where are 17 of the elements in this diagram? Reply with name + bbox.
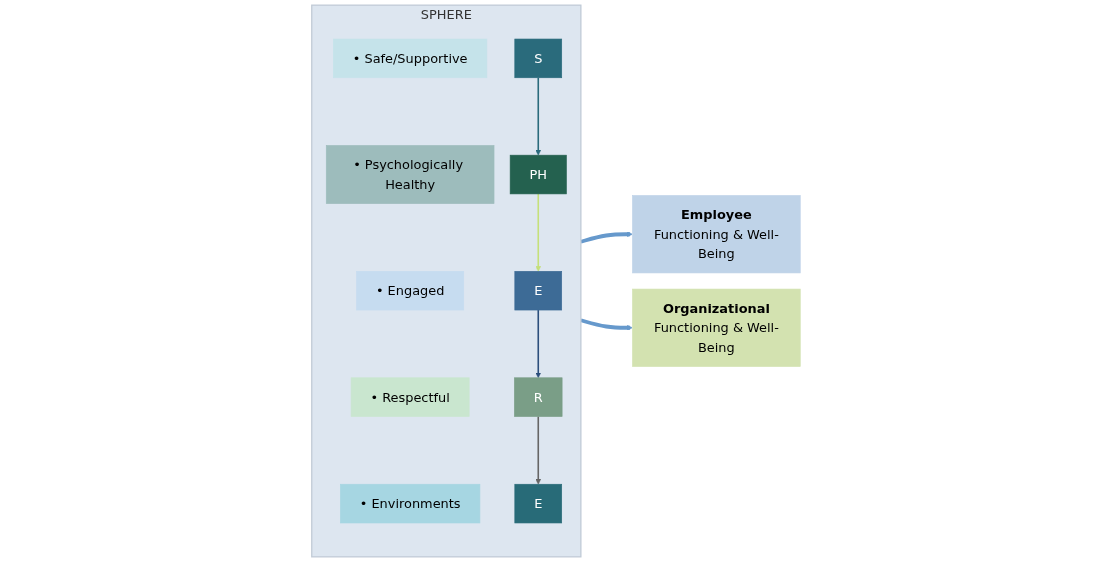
- arrow: [535, 309, 542, 379]
- arrow: [535, 76, 542, 156]
- arrow: [535, 193, 542, 272]
- node-box: PH: [509, 154, 567, 195]
- node-box: • Psychologically Healthy: [325, 145, 495, 204]
- node-box: S: [514, 38, 563, 79]
- node-box: R: [514, 377, 563, 417]
- node-box: Organizational Functioning & Well-Being: [632, 288, 801, 367]
- arrow: [580, 318, 633, 331]
- node-box: E: [514, 483, 562, 524]
- node-box: Employee Functioning & Well-Being: [632, 195, 801, 274]
- arrow: [580, 231, 633, 244]
- arrow: [535, 415, 542, 485]
- node-box: E: [514, 271, 562, 311]
- node-box: • Respectful: [350, 377, 470, 417]
- node-box: • Safe/Supportive: [333, 38, 488, 79]
- node-box: • Environments: [340, 483, 481, 524]
